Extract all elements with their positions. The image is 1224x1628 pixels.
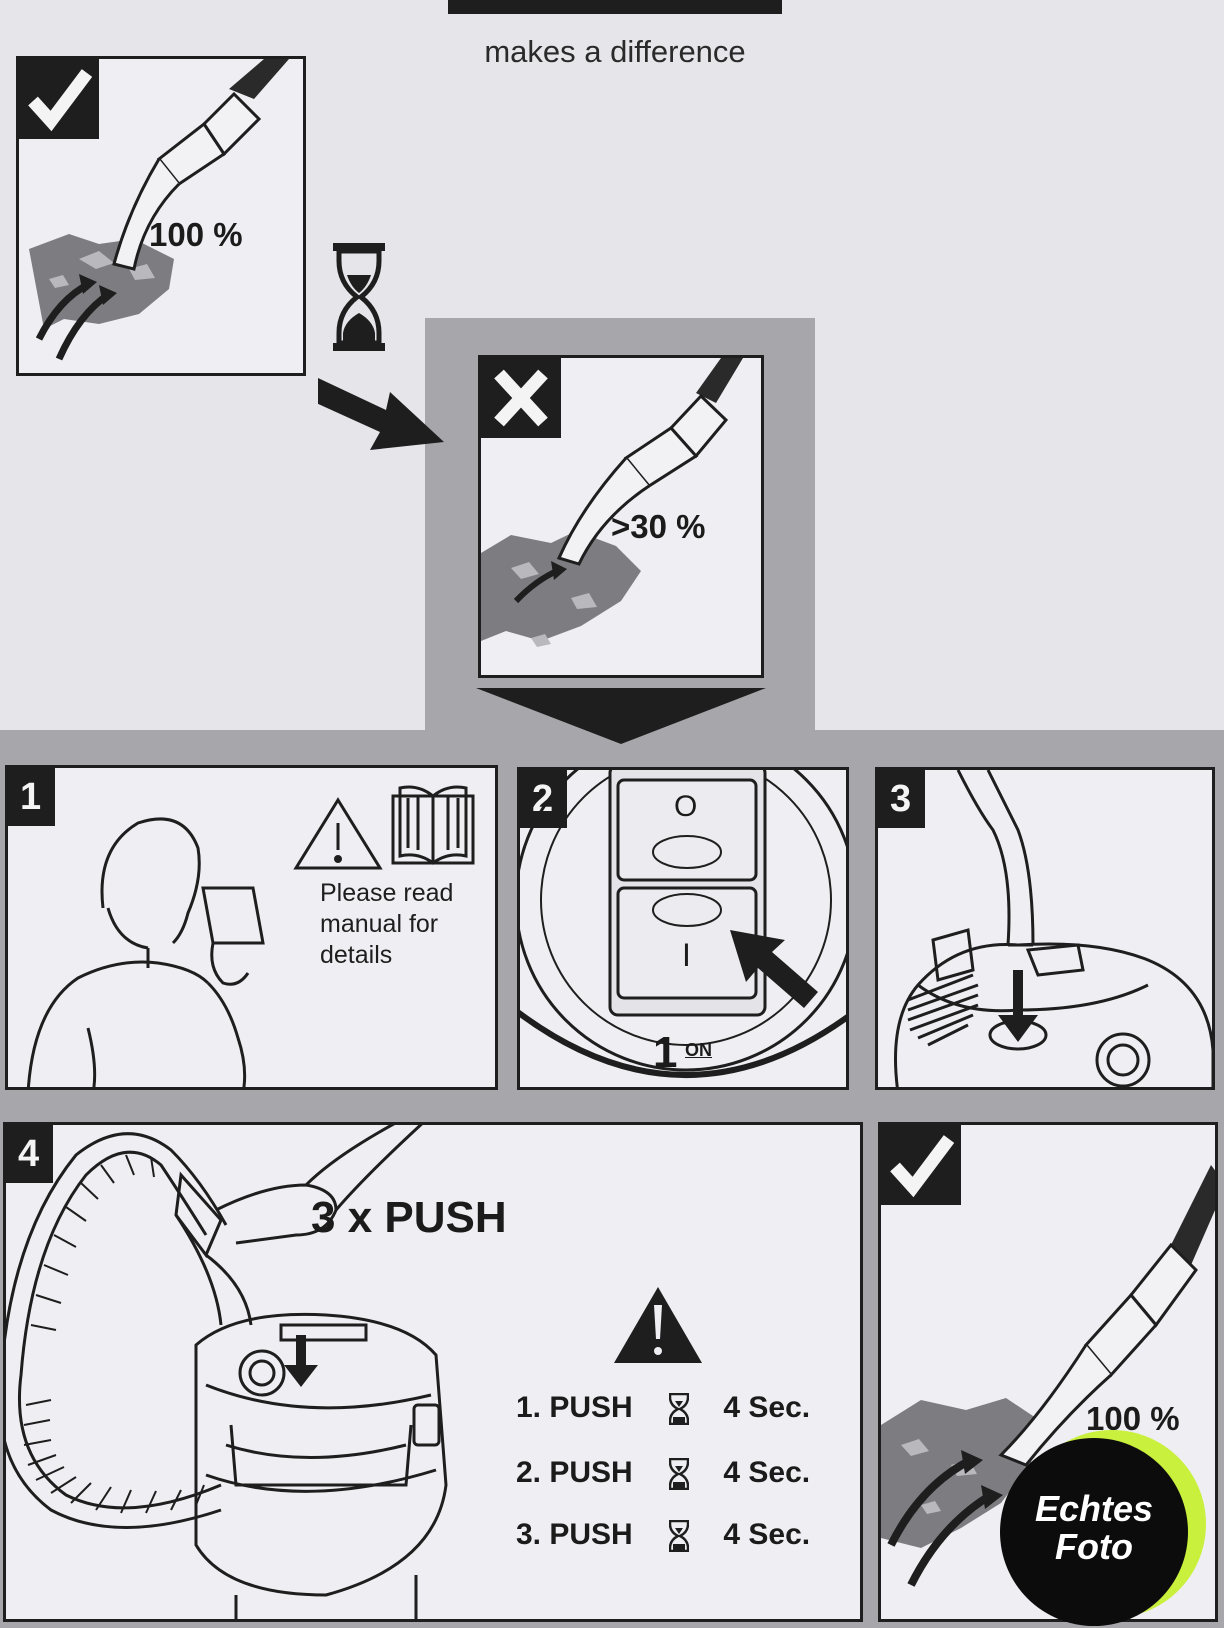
vacuum-top-illustration (894, 770, 1212, 1087)
step2-number: 2 (520, 770, 568, 828)
hourglass-icon (669, 1520, 690, 1553)
watermark-line1: Echtes (1034, 1488, 1154, 1529)
nozzle-debris-illustration (29, 59, 289, 361)
checkmark-badge (881, 1125, 961, 1205)
tagline: makes a difference (484, 34, 746, 69)
nozzle-debris-illustration (481, 358, 743, 647)
switch-off-symbol: O (674, 790, 698, 823)
manual-note-line3: details (320, 941, 393, 969)
manual-note-line1: Please read (320, 879, 454, 907)
checkmark-badge (19, 59, 99, 139)
switch-on-symbol: I (682, 937, 691, 973)
push-row-2: 2. PUSH 4 Sec. (516, 1456, 811, 1491)
push-label: 3. PUSH (516, 1518, 633, 1551)
push-title: 3 x PUSH (311, 1193, 507, 1242)
header-bar (448, 0, 782, 14)
hourglass-icon (669, 1458, 690, 1491)
checkmark-icon (890, 1135, 955, 1198)
push-duration: 4 Sec. (723, 1518, 811, 1551)
arrow-right-down-icon (318, 378, 444, 450)
top-percent-label: 100 % (149, 216, 243, 253)
on-number: 1 (653, 1028, 678, 1077)
cross-icon (494, 369, 548, 427)
step3-panel: 3 (875, 767, 1215, 1090)
arrow-down-icon (476, 688, 766, 744)
watermark-line2: Foto (1055, 1526, 1133, 1567)
watermark-badge: Echtes Foto (1000, 1438, 1188, 1626)
push-row-3: 3. PUSH 4 Sec. (516, 1518, 811, 1553)
hourglass-icon (333, 243, 385, 351)
step1-number: 1 (8, 768, 56, 826)
manual-note: Please read manual for details (320, 878, 453, 971)
push-row-1: 1. PUSH 4 Sec. (516, 1391, 811, 1426)
hourglass-icon (669, 1393, 690, 1426)
push-duration: 4 Sec. (723, 1456, 811, 1489)
power-switch-illustration (520, 770, 846, 1078)
checkmark-icon (28, 69, 93, 132)
nozzle-debris-illustration (881, 1165, 1215, 1587)
step2-panel: 2 O I 1 ON (517, 767, 849, 1090)
step3-number: 3 (878, 770, 926, 828)
cross-badge (481, 358, 561, 438)
manual-note-line2: manual for (320, 910, 439, 938)
middle-percent-label: >30 % (611, 508, 706, 545)
middle-panel-incorrect: >30 % (478, 355, 764, 678)
person-reading-illustration (26, 785, 475, 1087)
on-label: ON (685, 1040, 712, 1060)
push-label: 1. PUSH (516, 1391, 633, 1424)
top-panel-correct: 100 % (16, 56, 306, 376)
push-label: 2. PUSH (516, 1456, 633, 1489)
push-duration: 4 Sec. (723, 1391, 811, 1424)
vacuum-cleaner-illustration (6, 1125, 702, 1619)
step4-panel: 4 (3, 1122, 863, 1622)
arrow-press-icon (730, 930, 818, 1008)
step4-number: 4 (6, 1125, 54, 1183)
step1-panel: 1 Please read manual for details (5, 765, 498, 1090)
